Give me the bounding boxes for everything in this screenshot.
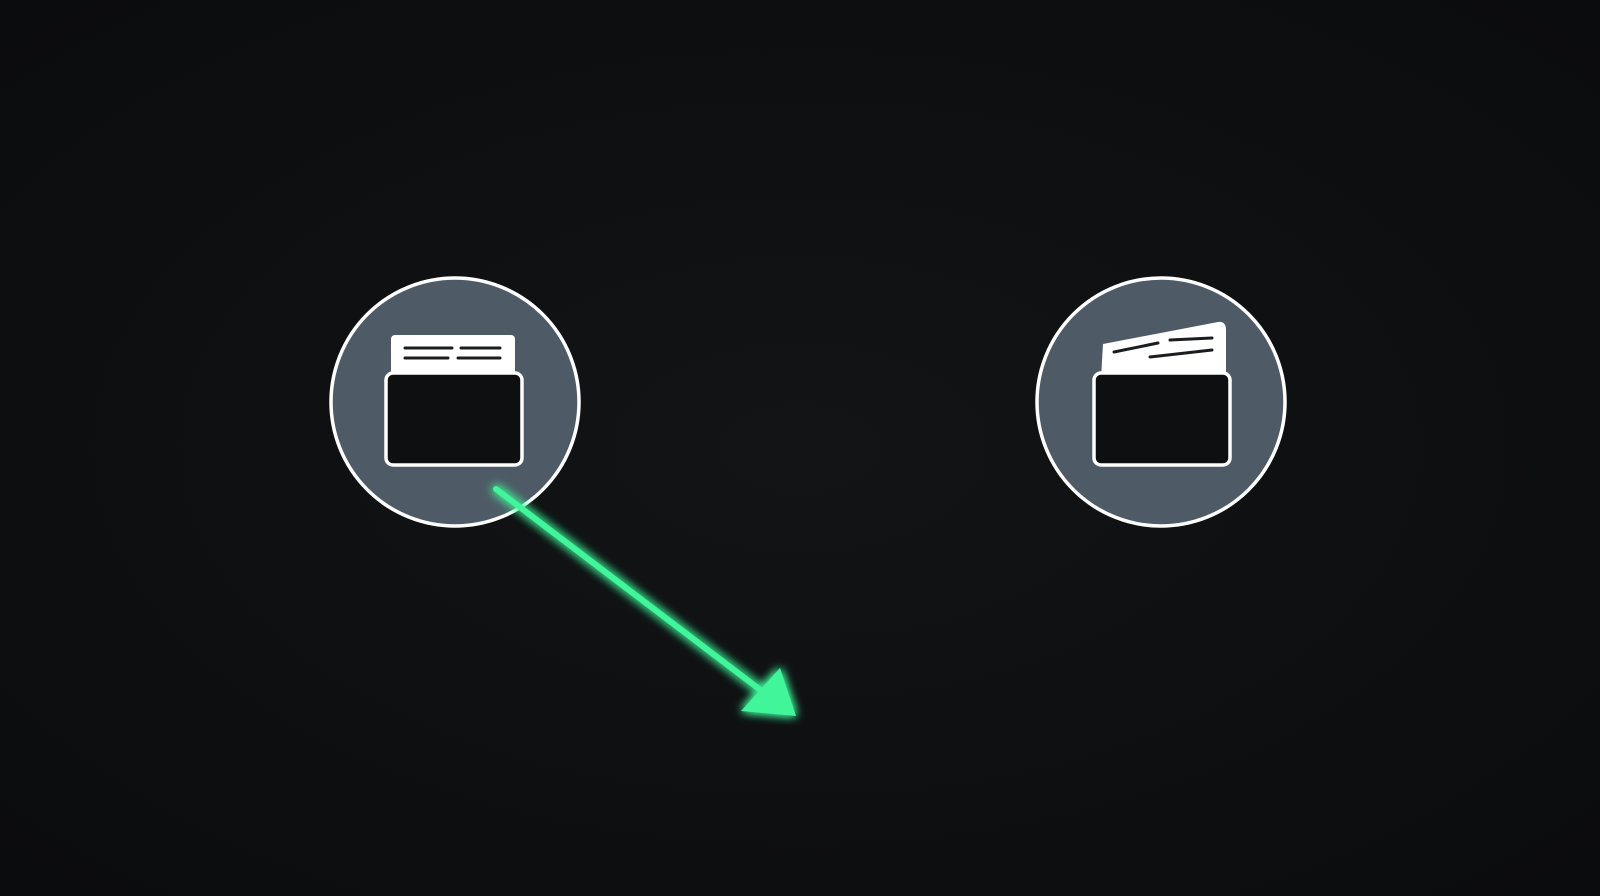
arrow-shaft bbox=[493, 486, 774, 701]
outgoing-arrow bbox=[493, 486, 796, 716]
folder-documents-icon bbox=[1092, 321, 1232, 467]
folder-documents-icon bbox=[384, 335, 524, 467]
target-node[interactable] bbox=[1035, 276, 1287, 528]
source-node[interactable] bbox=[329, 276, 581, 528]
arrow-head-icon bbox=[741, 668, 796, 716]
